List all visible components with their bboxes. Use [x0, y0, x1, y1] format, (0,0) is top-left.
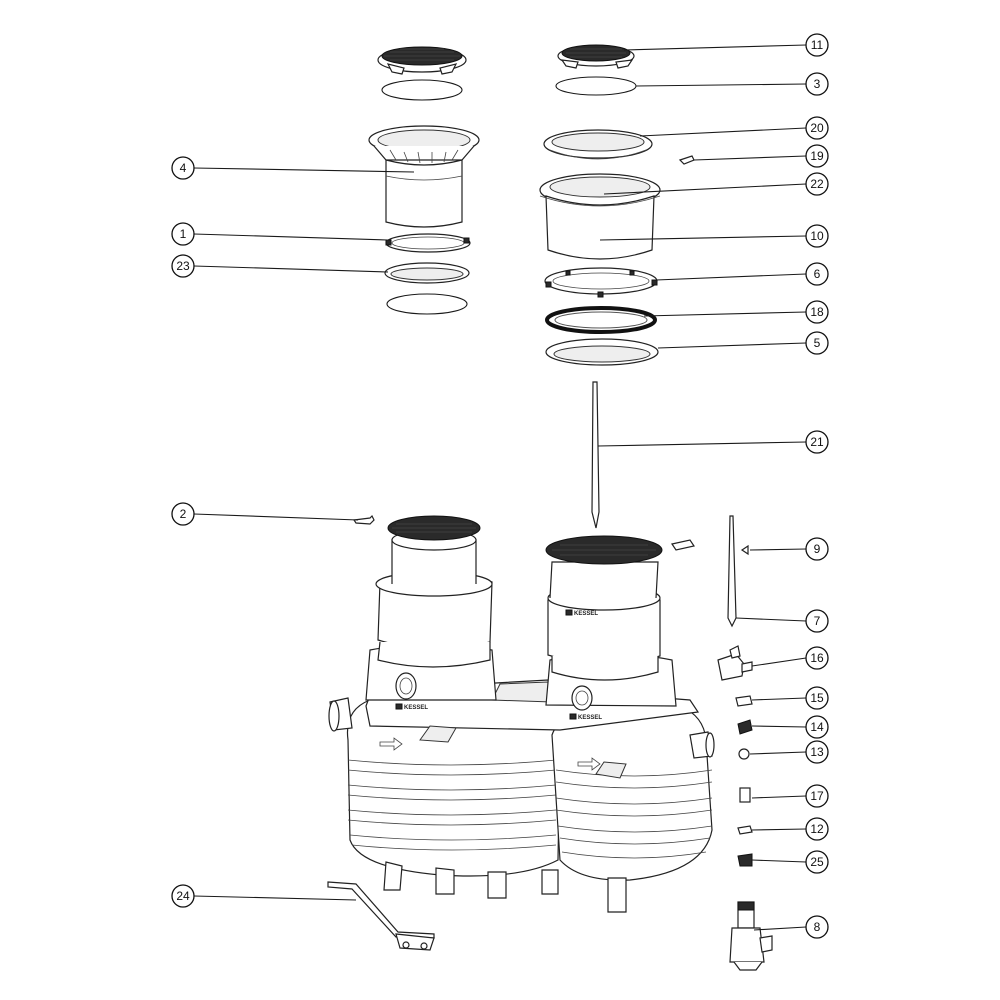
svg-text:10: 10: [810, 229, 824, 243]
svg-text:7: 7: [814, 614, 821, 628]
svg-text:17: 17: [810, 789, 824, 803]
leader-lines: [193, 44, 807, 931]
callout-19: 19: [805, 144, 829, 168]
svg-text:13: 13: [810, 745, 824, 759]
part-9-hook: [740, 544, 749, 556]
svg-text:14: 14: [810, 720, 824, 734]
svg-text:15: 15: [810, 691, 824, 705]
callout-2: 2: [171, 502, 195, 526]
callout-1: 1: [171, 222, 195, 246]
main-tank: KESSEL KESSEL: [328, 644, 715, 913]
right-seal-ring: [555, 76, 637, 96]
svg-text:2: 2: [180, 507, 187, 521]
part-14-fitting: [737, 719, 753, 735]
svg-text:12: 12: [810, 822, 824, 836]
part-13-ball: [738, 748, 750, 760]
part-15-fitting: [735, 695, 753, 707]
part-25-clip: [737, 853, 753, 867]
left-adapter-ring: [384, 262, 470, 284]
part-17-plate: [739, 787, 751, 803]
svg-text:6: 6: [814, 267, 821, 281]
svg-text:3: 3: [814, 77, 821, 91]
svg-text:22: 22: [810, 177, 824, 191]
guide-rod: [591, 381, 600, 529]
callout-9: 9: [805, 537, 829, 561]
part-12-screw: [737, 825, 753, 835]
callout-7: 7: [805, 609, 829, 633]
svg-text:4: 4: [180, 161, 187, 175]
callout-15: 15: [805, 686, 829, 710]
callout-6: 6: [805, 262, 829, 286]
left-seal-ring: [381, 79, 463, 101]
svg-text:18: 18: [810, 305, 824, 319]
callout-18: 18: [805, 300, 829, 324]
tank-clip: [671, 539, 695, 551]
callout-13: 13: [805, 740, 829, 764]
shaft-brand-label: KESSEL: [574, 611, 598, 617]
callout-23: 23: [171, 254, 195, 278]
callout-22: 22: [805, 172, 829, 196]
right-lower-ring: [545, 338, 659, 366]
part-8-pump: [729, 901, 773, 971]
callout-12: 12: [805, 817, 829, 841]
callout-10: 10: [805, 224, 829, 248]
svg-text:1: 1: [180, 227, 187, 241]
callout-24: 24: [171, 884, 195, 908]
right-extension-pipe: [539, 173, 661, 260]
right-black-seal: [545, 306, 657, 334]
svg-text:25: 25: [810, 855, 824, 869]
svg-text:5: 5: [814, 336, 821, 350]
part-16-valve: [717, 645, 753, 681]
part-2-pin: [352, 514, 375, 525]
right-tank-shaft: KESSEL: [545, 535, 663, 681]
callout-20: 20: [805, 116, 829, 140]
part-24-lifting-bar: [327, 881, 435, 951]
left-brand-label: KESSEL: [404, 705, 428, 711]
svg-text:23: 23: [176, 259, 190, 273]
left-tank-shaft: [375, 515, 493, 668]
right-tab-ring: [544, 267, 658, 298]
callout-3: 3: [805, 72, 829, 96]
svg-text:11: 11: [811, 38, 824, 52]
right-frame-ring: [543, 129, 653, 160]
callout-17: 17: [805, 784, 829, 808]
callout-14: 14: [805, 715, 829, 739]
callout-8: 8: [805, 915, 829, 939]
part-7-rod: [727, 515, 737, 628]
callout-5: 5: [805, 331, 829, 355]
svg-text:20: 20: [810, 121, 824, 135]
callout-4: 4: [171, 156, 195, 180]
left-grate-cover: [377, 46, 467, 75]
svg-text:9: 9: [814, 542, 821, 556]
svg-text:16: 16: [810, 651, 824, 665]
callout-21: 21: [805, 430, 829, 454]
svg-text:19: 19: [810, 149, 824, 163]
left-clamp-ring: [385, 233, 471, 253]
callout-25: 25: [805, 850, 829, 874]
right-small-clip: [678, 155, 695, 165]
svg-text:8: 8: [814, 920, 821, 934]
left-lower-seal-ring: [386, 293, 468, 315]
right-grate-cover: [557, 44, 635, 69]
svg-text:21: 21: [810, 435, 824, 449]
svg-text:24: 24: [176, 889, 190, 903]
right-brand-label: KESSEL: [578, 715, 602, 721]
callout-16: 16: [805, 646, 829, 670]
left-frame-with-pipe: [368, 125, 480, 228]
callout-11: 11: [805, 33, 829, 57]
